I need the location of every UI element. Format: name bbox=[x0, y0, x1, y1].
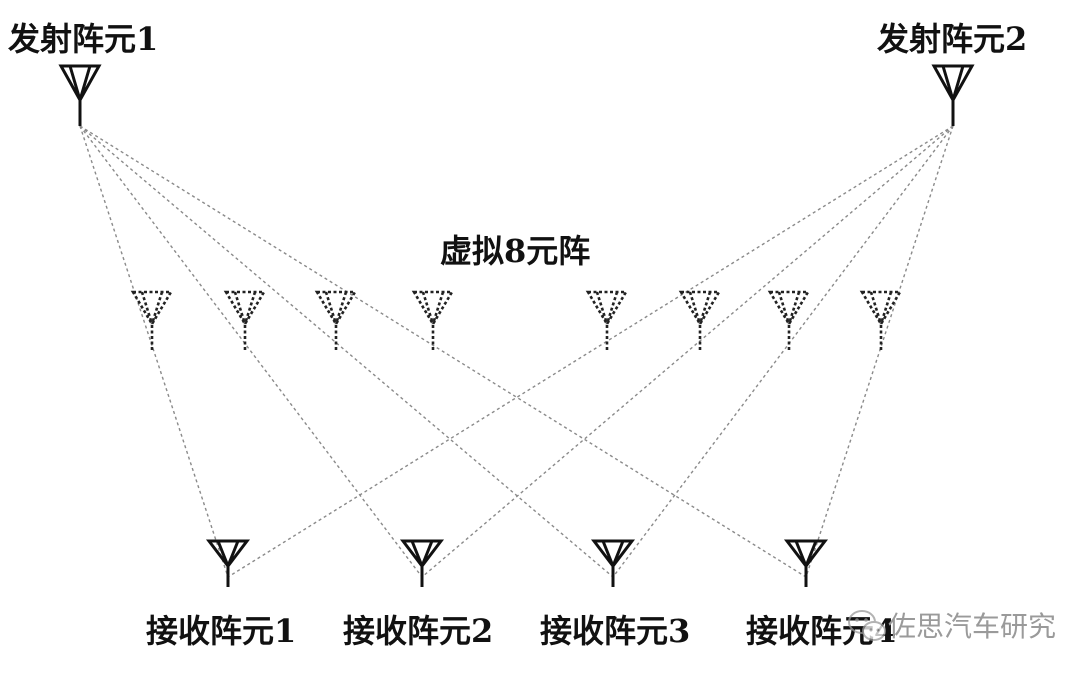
virtual-antenna-1 bbox=[130, 290, 174, 350]
transmit-antenna-2 bbox=[931, 64, 975, 126]
receive-antenna-4 bbox=[783, 539, 829, 587]
ray-tx1-rx2 bbox=[79, 125, 423, 578]
transmit-element-2-label: 发射阵元2 bbox=[877, 20, 1027, 58]
receive-element-1-label: 接收阵元1 bbox=[146, 612, 296, 650]
virtual-array-label: 虚拟8元阵 bbox=[440, 232, 590, 270]
watermark-text: 佐思汽车研究 bbox=[888, 610, 1056, 643]
watermark: 佐思汽车研究 bbox=[848, 610, 1056, 643]
ray-tx2-rx3 bbox=[612, 125, 954, 578]
ray-tx2-rx2 bbox=[421, 125, 954, 578]
ray-tx2-rx4 bbox=[805, 125, 954, 578]
ray-tx2-rx1 bbox=[227, 125, 954, 578]
signal-rays bbox=[79, 125, 954, 578]
receive-array bbox=[205, 539, 829, 587]
receive-antenna-3 bbox=[590, 539, 636, 587]
virtual-antenna-8 bbox=[859, 290, 903, 350]
ray-tx1-rx4 bbox=[79, 125, 807, 578]
virtual-antenna-4 bbox=[411, 290, 455, 350]
receive-antenna-1 bbox=[205, 539, 251, 587]
transmit-antenna-1 bbox=[58, 64, 102, 126]
ray-tx1-rx3 bbox=[79, 125, 614, 578]
receive-element-3-label: 接收阵元3 bbox=[540, 612, 690, 650]
virtual-antenna-7 bbox=[767, 290, 811, 350]
virtual-antenna-3 bbox=[314, 290, 358, 350]
receive-antenna-2 bbox=[399, 539, 445, 587]
ray-tx1-rx1 bbox=[79, 125, 229, 578]
virtual-antenna-2 bbox=[223, 290, 267, 350]
receive-element-2-label: 接收阵元2 bbox=[343, 612, 493, 650]
wechat-icon bbox=[848, 610, 886, 641]
virtual-array bbox=[130, 290, 903, 350]
transmit-element-1-label: 发射阵元1 bbox=[8, 20, 158, 58]
virtual-antenna-6 bbox=[678, 290, 722, 350]
virtual-antenna-5 bbox=[585, 290, 629, 350]
